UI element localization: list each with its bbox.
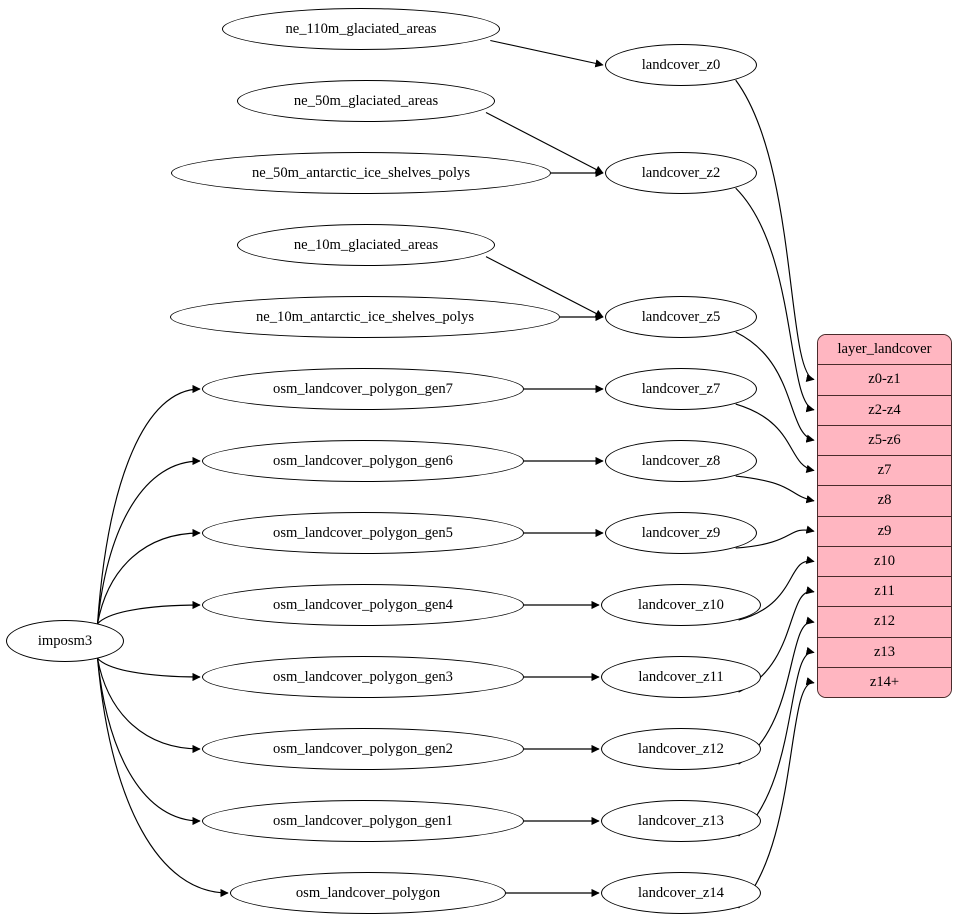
node-label: landcover_z5 (641, 308, 721, 325)
edge-imposm3-to-osm-landcover-polygon-gen1 (96, 658, 201, 826)
edge-imposm3-to-osm-landcover-polygon-gen2 (96, 658, 201, 754)
record-row-z8[interactable]: z8 (818, 485, 951, 516)
record-header: layer_landcover (818, 335, 951, 365)
node-label: ne_10m_antarctic_ice_shelves_polys (255, 308, 475, 325)
edge-imposm3-to-osm-landcover-polygon-gen7 (96, 384, 201, 624)
node-label: osm_landcover_polygon_gen1 (273, 812, 453, 829)
node-label: landcover_z13 (638, 812, 724, 829)
record-row-z11[interactable]: z11 (818, 576, 951, 607)
record-row-z5-z6[interactable]: z5-z6 (818, 424, 951, 455)
node-label: osm_landcover_polygon (295, 884, 441, 901)
node-label: landcover_z0 (641, 56, 721, 73)
node-landcover_z7[interactable]: landcover_z7 (605, 368, 757, 410)
node-label: osm_landcover_polygon_gen7 (273, 380, 453, 397)
record-row-z9[interactable]: z9 (818, 515, 951, 546)
node-label: landcover_z14 (638, 884, 724, 901)
edge-ne_110m_glaciated_areas-to-landcover-z0 (490, 39, 604, 68)
node-osm_landcover_polygon_gen3[interactable]: osm_landcover_polygon_gen3 (202, 656, 524, 698)
edge-imposm3-to-osm-landcover-polygon-gen5 (96, 528, 201, 624)
node-ne_10m_glaciated_areas[interactable]: ne_10m_glaciated_areas (237, 224, 495, 266)
record-row-z0-z1[interactable]: z0-z1 (818, 364, 951, 395)
edge-landcover_z14-to-layer-landcover-z14- (738, 677, 815, 909)
node-label: landcover_z12 (638, 740, 724, 757)
record-row-z14-[interactable]: z14+ (818, 666, 951, 697)
node-label: ne_10m_glaciated_areas (293, 236, 439, 253)
node-ne_110m_glaciated_areas[interactable]: ne_110m_glaciated_areas (222, 8, 500, 50)
node-osm_landcover_polygon[interactable]: osm_landcover_polygon (230, 872, 506, 914)
node-ne_50m_antarctic_ice_shelves_polys[interactable]: ne_50m_antarctic_ice_shelves_polys (171, 152, 551, 194)
node-label: landcover_z11 (638, 668, 724, 685)
record-row-z10[interactable]: z10 (818, 545, 951, 576)
node-osm_landcover_polygon_gen4[interactable]: osm_landcover_polygon_gen4 (202, 584, 524, 626)
node-ne_50m_glaciated_areas[interactable]: ne_50m_glaciated_areas (237, 80, 495, 122)
edge-landcover_z8-to-layer-landcover-z8 (735, 475, 815, 504)
edge-imposm3-to-osm-landcover-polygon-gen4 (97, 600, 201, 625)
record-row-z13[interactable]: z13 (818, 636, 951, 667)
node-landcover_z14[interactable]: landcover_z14 (601, 872, 761, 914)
node-label: osm_landcover_polygon_gen6 (273, 452, 453, 469)
node-landcover_z9[interactable]: landcover_z9 (605, 512, 757, 554)
record-row-z2-z4[interactable]: z2-z4 (818, 394, 951, 425)
node-osm_landcover_polygon_gen6[interactable]: osm_landcover_polygon_gen6 (202, 440, 524, 482)
node-imposm3[interactable]: imposm3 (6, 620, 124, 662)
node-osm_landcover_polygon_gen7[interactable]: osm_landcover_polygon_gen7 (202, 368, 524, 410)
edge-landcover_z2-to-layer-landcover-z2-z4 (735, 187, 815, 413)
node-landcover_z13[interactable]: landcover_z13 (601, 800, 761, 842)
edge-imposm3-to-osm-landcover-polygon-gen3 (97, 657, 201, 682)
edge-landcover_z0-to-layer-landcover-z0-z1 (735, 79, 815, 382)
node-osm_landcover_polygon_gen2[interactable]: osm_landcover_polygon_gen2 (202, 728, 524, 770)
node-landcover_z5[interactable]: landcover_z5 (605, 296, 757, 338)
node-label: osm_landcover_polygon_gen4 (273, 596, 453, 613)
record-row-z12[interactable]: z12 (818, 606, 951, 637)
node-osm_landcover_polygon_gen5[interactable]: osm_landcover_polygon_gen5 (202, 512, 524, 554)
node-label: ne_50m_antarctic_ice_shelves_polys (251, 164, 471, 181)
node-ne_10m_antarctic_ice_shelves_polys[interactable]: ne_10m_antarctic_ice_shelves_polys (170, 296, 560, 338)
node-label: ne_110m_glaciated_areas (285, 20, 437, 37)
node-label: landcover_z10 (638, 596, 724, 613)
node-landcover_z8[interactable]: landcover_z8 (605, 440, 757, 482)
node-landcover_z12[interactable]: landcover_z12 (601, 728, 761, 770)
node-label: landcover_z8 (641, 452, 721, 469)
node-label: imposm3 (37, 632, 93, 649)
record-row-z7[interactable]: z7 (818, 455, 951, 486)
node-label: osm_landcover_polygon_gen3 (273, 668, 453, 685)
node-label: landcover_z2 (641, 164, 721, 181)
node-label: landcover_z7 (641, 380, 721, 397)
node-landcover_z11[interactable]: landcover_z11 (601, 656, 761, 698)
edge-imposm3-to-osm-landcover-polygon-gen6 (96, 456, 201, 624)
node-label: landcover_z9 (641, 524, 721, 541)
node-landcover_z2[interactable]: landcover_z2 (605, 152, 757, 194)
node-osm_landcover_polygon_gen1[interactable]: osm_landcover_polygon_gen1 (202, 800, 524, 842)
node-label: osm_landcover_polygon_gen5 (273, 524, 453, 541)
edge-imposm3-to-osm-landcover-polygon (96, 658, 229, 898)
node-landcover_z0[interactable]: landcover_z0 (605, 44, 757, 86)
node-landcover_z10[interactable]: landcover_z10 (601, 584, 761, 626)
node-label: osm_landcover_polygon_gen2 (273, 740, 453, 757)
node-label: ne_50m_glaciated_areas (293, 92, 439, 109)
